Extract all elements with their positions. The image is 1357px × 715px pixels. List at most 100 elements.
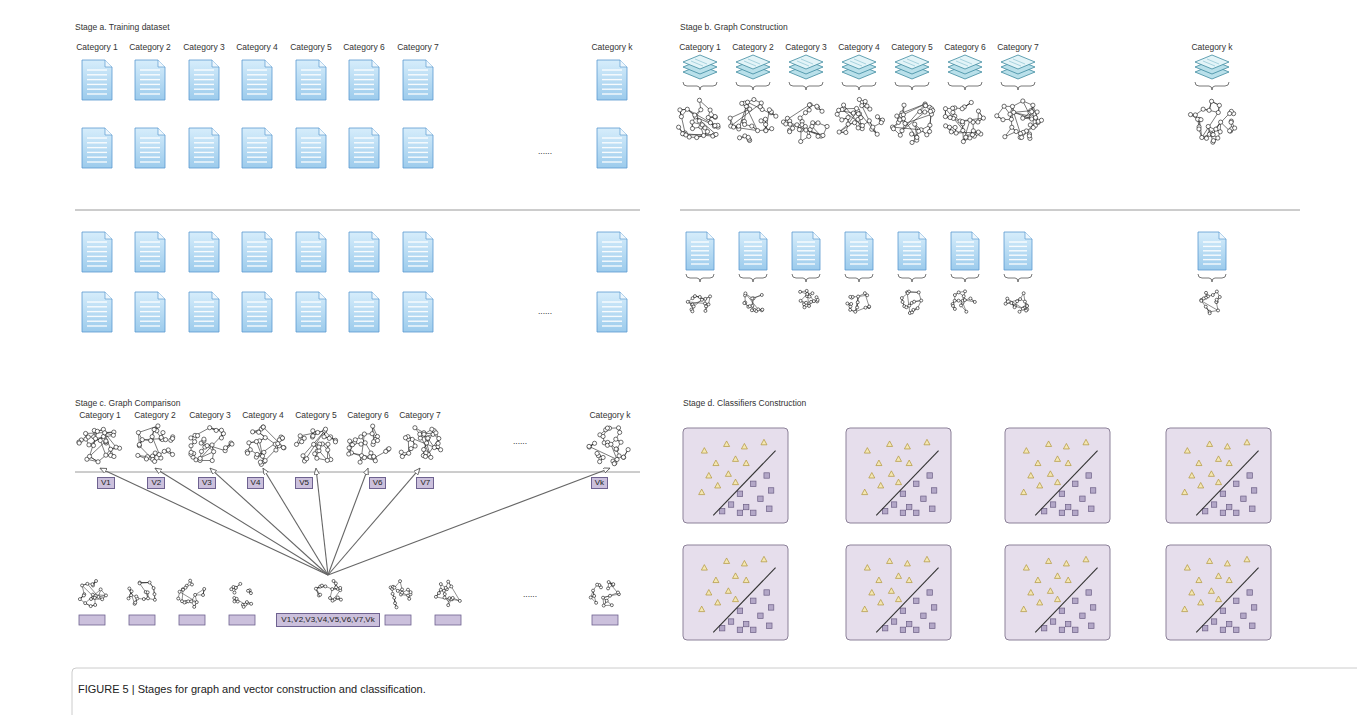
- graph-vertex: [99, 588, 102, 591]
- graph-vertex: [1233, 126, 1237, 130]
- document-text-line: [797, 246, 815, 247]
- document-sheet: [686, 232, 714, 270]
- graph-vertex: [1193, 113, 1197, 117]
- graph-vertex: [1021, 116, 1025, 120]
- empty-vector-box: [129, 615, 155, 625]
- graph-vertex: [962, 295, 965, 298]
- document-icon: [189, 232, 219, 272]
- graph-vertex: [104, 594, 107, 597]
- document-text-line: [87, 156, 107, 157]
- document-text-line: [1203, 250, 1221, 251]
- graph-vertex: [917, 129, 921, 133]
- graph-vertex: [737, 136, 741, 140]
- graph-vertex: [770, 127, 774, 131]
- document-icon: [403, 128, 433, 168]
- graph-vertex: [698, 295, 701, 298]
- document-text-line: [354, 84, 374, 85]
- graph-vertex: [910, 132, 914, 136]
- document-sheet: [403, 232, 433, 272]
- document-text-line: [1009, 250, 1027, 251]
- stack-sheet: [948, 55, 982, 69]
- document-text-line: [408, 241, 428, 242]
- graph-vertex: [905, 306, 908, 309]
- stack-sheet-lines: [903, 59, 919, 66]
- document-text-line: [247, 88, 267, 89]
- document-fold: [620, 292, 627, 299]
- document-fold: [212, 232, 219, 239]
- document-sheet: [349, 128, 379, 168]
- graph-vertex: [923, 104, 927, 108]
- document-stack-icon: [842, 55, 876, 79]
- document-text-line: [87, 93, 107, 94]
- graph-vertex: [690, 126, 694, 130]
- document-text-line: [691, 246, 709, 247]
- document-text-line: [140, 325, 160, 326]
- graph-vertex: [691, 297, 694, 300]
- document-sheet: [82, 128, 112, 168]
- graph-vertex: [970, 133, 974, 137]
- document-text-line: [301, 137, 321, 138]
- graph-vertex: [203, 587, 206, 590]
- document-text-line: [602, 69, 622, 70]
- graph-vertex: [867, 119, 871, 123]
- graph-vertex: [1216, 136, 1220, 140]
- graph-vertex: [1206, 124, 1210, 128]
- graph-link: [907, 292, 910, 313]
- graph-vertex: [943, 107, 947, 111]
- document-text-line: [408, 311, 428, 312]
- graph-vertex: [86, 582, 89, 585]
- document-text-line: [140, 74, 160, 75]
- document-text-line: [797, 254, 815, 255]
- graph-vertex: [788, 122, 792, 126]
- graph-vertex: [835, 112, 839, 116]
- document-text-line: [194, 241, 214, 242]
- document-text-line: [602, 261, 622, 262]
- graph-vertex: [798, 116, 802, 120]
- graph-link: [745, 293, 758, 309]
- document-text-line: [602, 321, 622, 322]
- document-text-line: [87, 265, 107, 266]
- graph-vertex: [700, 298, 703, 301]
- graph-vertex: [849, 295, 852, 298]
- document-text-line: [408, 316, 428, 317]
- document-text-line: [247, 161, 267, 162]
- document-text-line: [301, 251, 321, 252]
- graph-vertex: [679, 115, 683, 119]
- document-text-line: [602, 246, 622, 247]
- document-text-line: [850, 241, 868, 242]
- document-text-line: [903, 254, 921, 255]
- graph-vertex: [859, 116, 863, 120]
- graph-link: [855, 297, 858, 312]
- document-text-line: [87, 241, 107, 242]
- document-text-line: [408, 325, 428, 326]
- document-text-line: [87, 325, 107, 326]
- graph-vertex: [964, 135, 968, 139]
- document-text-line: [301, 241, 321, 242]
- document-text-line: [408, 79, 428, 80]
- graph-link: [687, 109, 718, 127]
- document-text-line: [850, 263, 868, 264]
- document-text-line: [140, 306, 160, 307]
- document-text-line: [903, 259, 921, 260]
- graph-vertex: [867, 306, 870, 309]
- graph-vertex: [1215, 298, 1218, 301]
- graph-vertex: [153, 593, 156, 596]
- document-text-line: [140, 241, 160, 242]
- document-text-line: [354, 246, 374, 247]
- graph-vertex: [879, 121, 883, 125]
- document-text-line: [1203, 254, 1221, 255]
- empty-vector-box: [79, 615, 105, 625]
- curly-brace: [895, 82, 929, 90]
- graph-vertex: [706, 115, 710, 119]
- document-text-line: [301, 246, 321, 247]
- document-text-line: [301, 74, 321, 75]
- document-text-line: [194, 69, 214, 70]
- document-text-line: [354, 147, 374, 148]
- document-text-line: [408, 88, 428, 89]
- document-text-line: [140, 79, 160, 80]
- graph-vertex: [1030, 110, 1034, 114]
- document-text-line: [194, 246, 214, 247]
- document-icon: [82, 292, 112, 332]
- graph-vertex: [764, 128, 768, 132]
- graph-vertex: [850, 302, 853, 305]
